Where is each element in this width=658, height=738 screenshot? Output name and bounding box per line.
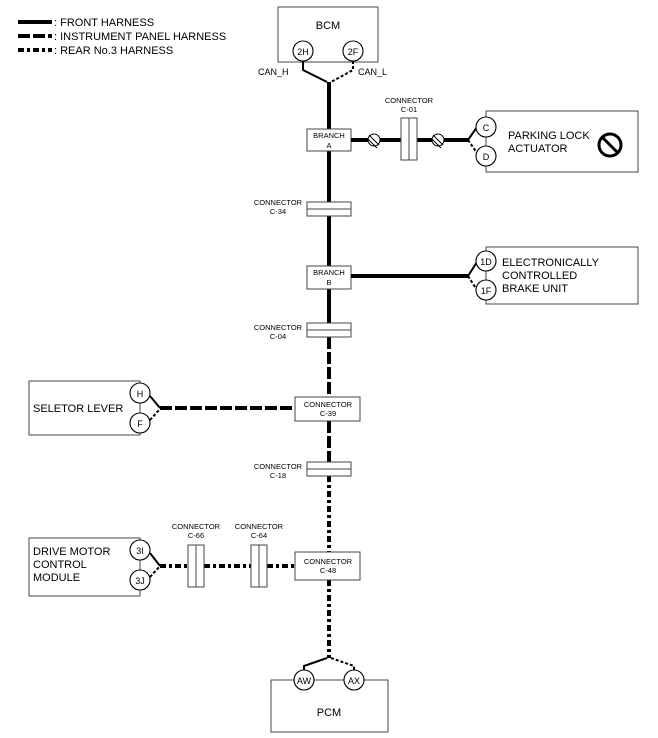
pcm-box — [270, 679, 389, 733]
parking-box — [485, 110, 639, 173]
parking-pin-c-label: C — [483, 123, 490, 133]
brake-pin-1f-label: 1F — [481, 286, 492, 296]
selector-pin-h-label: H — [137, 389, 144, 399]
legend-rear-label: : REAR No.3 HARNESS — [54, 45, 173, 57]
parking-lock-actuator: PARKING LOCK ACTUATOR C D — [475, 110, 639, 173]
parking-line2: ACTUATOR — [508, 143, 568, 155]
pcm-pin-aw — [293, 669, 315, 691]
pcm-pin-aw-label: AW — [297, 676, 312, 686]
connector-c34-line2: C-34 — [270, 207, 286, 216]
can-h-label: CAN_H — [258, 67, 289, 77]
brake-line1: ELECTRONICALLY — [502, 257, 600, 269]
twist-marker-1 — [366, 133, 381, 149]
brake-box — [485, 246, 639, 305]
connector-c39-line2: C-39 — [320, 409, 336, 418]
brake-line2: CONTROLLED — [502, 270, 577, 282]
drive-pin-3i — [129, 539, 151, 561]
branch-b-line2: B — [326, 278, 331, 287]
connector-c18-line1: CONNECTOR — [254, 462, 303, 471]
connector-c66: CONNECTOR C-66 — [172, 522, 221, 588]
drive-pin-3j — [129, 569, 151, 591]
selector-wire-h — [149, 395, 161, 409]
prohibited-icon — [597, 132, 623, 158]
parking-wire-d — [467, 139, 478, 154]
pcm-title: PCM — [317, 707, 341, 719]
bcm-wire-l — [330, 61, 354, 83]
connector-c34: CONNECTOR C-34 — [254, 198, 352, 217]
pcm-pin-ax-label: AX — [348, 676, 360, 686]
selector-title: SELETOR LEVER — [33, 403, 123, 415]
brake-pin-1d — [475, 250, 497, 272]
selector-box — [28, 380, 141, 436]
connector-c66-line2: C-66 — [188, 531, 204, 540]
connector-c18: CONNECTOR C-18 — [254, 461, 352, 480]
legend-ip-label: : INSTRUMENT PANEL HARNESS — [54, 31, 226, 43]
parking-wire-c — [467, 126, 478, 141]
bcm-title: BCM — [316, 20, 340, 32]
connector-c18-line2: C-18 — [270, 471, 286, 480]
drive-pin-3j-label: 3J — [135, 576, 145, 586]
branch-a-line1: BRANCH — [313, 131, 345, 140]
drive-motor-module: DRIVE MOTOR CONTROL MODULE 3I 3J — [28, 537, 151, 597]
connector-c48: CONNECTOR C-48 — [294, 551, 361, 581]
bcm-pin-2h-label: 2H — [297, 47, 309, 57]
pcm-wire-ax — [330, 657, 355, 672]
brake-pin-1f — [475, 279, 497, 301]
connector-c01: CONNECTOR C-01 — [385, 96, 434, 161]
connector-c66-line1: CONNECTOR — [172, 522, 221, 531]
connector-c48-line2: C-48 — [320, 566, 336, 575]
brake-pin-1d-label: 1D — [480, 257, 492, 267]
drive-wire-3i — [149, 552, 161, 567]
drive-wire-3j — [149, 565, 161, 578]
parking-pin-d — [475, 145, 497, 167]
drive-line1: DRIVE MOTOR — [33, 546, 110, 558]
pcm-pin-ax — [343, 669, 365, 691]
drive-line2: CONTROL — [33, 559, 87, 571]
brake-wire-1f — [467, 275, 478, 291]
connector-c04: CONNECTOR C-04 — [254, 322, 352, 341]
bcm-module: BCM 2H 2F CAN_H CAN_L — [258, 6, 387, 77]
connector-c34-line1: CONNECTOR — [254, 198, 303, 207]
connector-c64: CONNECTOR C-64 — [235, 522, 284, 588]
parking-pin-c — [475, 116, 497, 138]
bcm-pin-2f-label: 2F — [348, 47, 359, 57]
drive-pin-3i-label: 3I — [136, 546, 144, 556]
drive-box — [28, 537, 141, 597]
twist-marker-2 — [430, 133, 445, 149]
pcm-module: PCM AW AX — [270, 669, 389, 733]
connector-c01-line1: CONNECTOR — [385, 96, 434, 105]
connector-c48-line1: CONNECTOR — [304, 557, 353, 566]
connector-c04-line1: CONNECTOR — [254, 323, 303, 332]
connector-c39-line1: CONNECTOR — [304, 400, 353, 409]
branch-b-line1: BRANCH — [313, 268, 345, 277]
parking-pin-d-label: D — [483, 152, 490, 162]
parking-line1: PARKING LOCK — [508, 130, 590, 142]
pcm-wire-aw — [303, 657, 328, 672]
connector-c01-line2: C-01 — [401, 105, 417, 114]
connector-c64-line2: C-64 — [251, 531, 267, 540]
branch-b: BRANCH B — [306, 265, 352, 290]
legend: : FRONT HARNESS : INSTRUMENT PANEL HARNE… — [18, 17, 226, 57]
brake-unit: ELECTRONICALLY CONTROLLED BRAKE UNIT 1D … — [475, 246, 639, 305]
connector-c04-line2: C-04 — [270, 332, 286, 341]
branch-a: BRANCH A — [306, 128, 352, 152]
drive-line3: MODULE — [33, 572, 80, 584]
bcm-wire-h — [302, 61, 328, 83]
branch-a-line2: A — [326, 141, 331, 150]
connector-c48-body — [294, 551, 361, 581]
selector-pin-f — [129, 412, 151, 434]
can-l-label: CAN_L — [358, 67, 387, 77]
selector-lever: SELETOR LEVER H F — [28, 380, 151, 436]
brake-wire-1d — [467, 261, 478, 277]
selector-wire-f — [149, 408, 161, 421]
selector-pin-f-label: F — [137, 419, 143, 429]
connector-c39-body — [294, 396, 361, 422]
selector-pin-h — [129, 382, 151, 404]
brake-line3: BRAKE UNIT — [502, 283, 568, 295]
connector-c39: CONNECTOR C-39 — [294, 396, 361, 422]
legend-front-label: : FRONT HARNESS — [54, 17, 154, 29]
connector-c64-line1: CONNECTOR — [235, 522, 284, 531]
